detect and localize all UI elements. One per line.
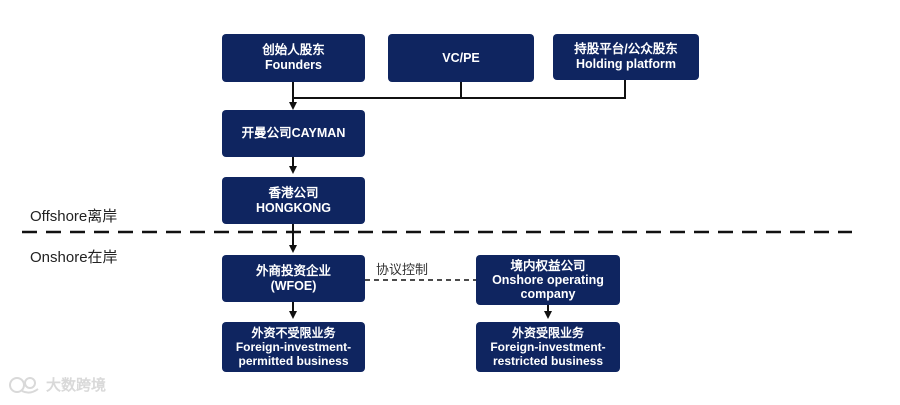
- node-onshore-operating-company: 境内权益公司 Onshore operating company: [476, 255, 620, 305]
- watermark-logo-icon: [9, 376, 39, 394]
- node-holding-zh: 持股平台/公众股东: [574, 42, 678, 56]
- node-onshore-en: Onshore operating: [492, 273, 604, 287]
- node-founders-en: Founders: [265, 58, 322, 72]
- agreement-control-label: 协议控制: [376, 262, 429, 277]
- offshore-label: Offshore离岸: [30, 208, 118, 225]
- node-hongkong-zh: 香港公司: [268, 185, 319, 200]
- node-permitted-en: Foreign-investment-: [235, 340, 352, 354]
- node-vcpe-label: VC/PE: [442, 50, 480, 65]
- node-restricted-business: 外资受限业务 Foreign-investment- restricted bu…: [476, 322, 620, 372]
- node-vcpe: VC/PE: [388, 34, 534, 82]
- node-permitted-en2: permitted business: [238, 354, 349, 368]
- node-founders: 创始人股东 Founders: [222, 34, 365, 82]
- onshore-label: Onshore在岸: [30, 249, 118, 266]
- node-hongkong: 香港公司 HONGKONG: [222, 177, 365, 224]
- node-holding-platform: 持股平台/公众股东 Holding platform: [553, 34, 699, 80]
- watermark: 大数跨境: [8, 374, 106, 395]
- node-permitted-business: 外资不受限业务 Foreign-investment- permitted bu…: [222, 322, 365, 372]
- node-restricted-en2: restricted business: [492, 354, 604, 368]
- node-wfoe-en: (WFOE): [270, 278, 317, 293]
- node-permitted-zh: 外资不受限业务: [251, 326, 336, 340]
- node-restricted-en: Foreign-investment-: [490, 340, 606, 354]
- node-onshore-zh: 境内权益公司: [510, 259, 586, 273]
- node-wfoe: 外商投资企业 (WFOE): [222, 255, 365, 302]
- node-cayman: 开曼公司CAYMAN: [222, 110, 365, 157]
- node-founders-zh: 创始人股东: [262, 43, 325, 57]
- node-holding-en: Holding platform: [576, 57, 676, 71]
- node-onshore-en2: company: [520, 287, 576, 301]
- watermark-text: 大数跨境: [46, 377, 107, 394]
- node-cayman-label: 开曼公司CAYMAN: [241, 126, 346, 140]
- node-wfoe-zh: 外商投资企业: [255, 263, 331, 278]
- node-hongkong-en: HONGKONG: [256, 200, 331, 215]
- node-restricted-zh: 外资受限业务: [511, 326, 584, 340]
